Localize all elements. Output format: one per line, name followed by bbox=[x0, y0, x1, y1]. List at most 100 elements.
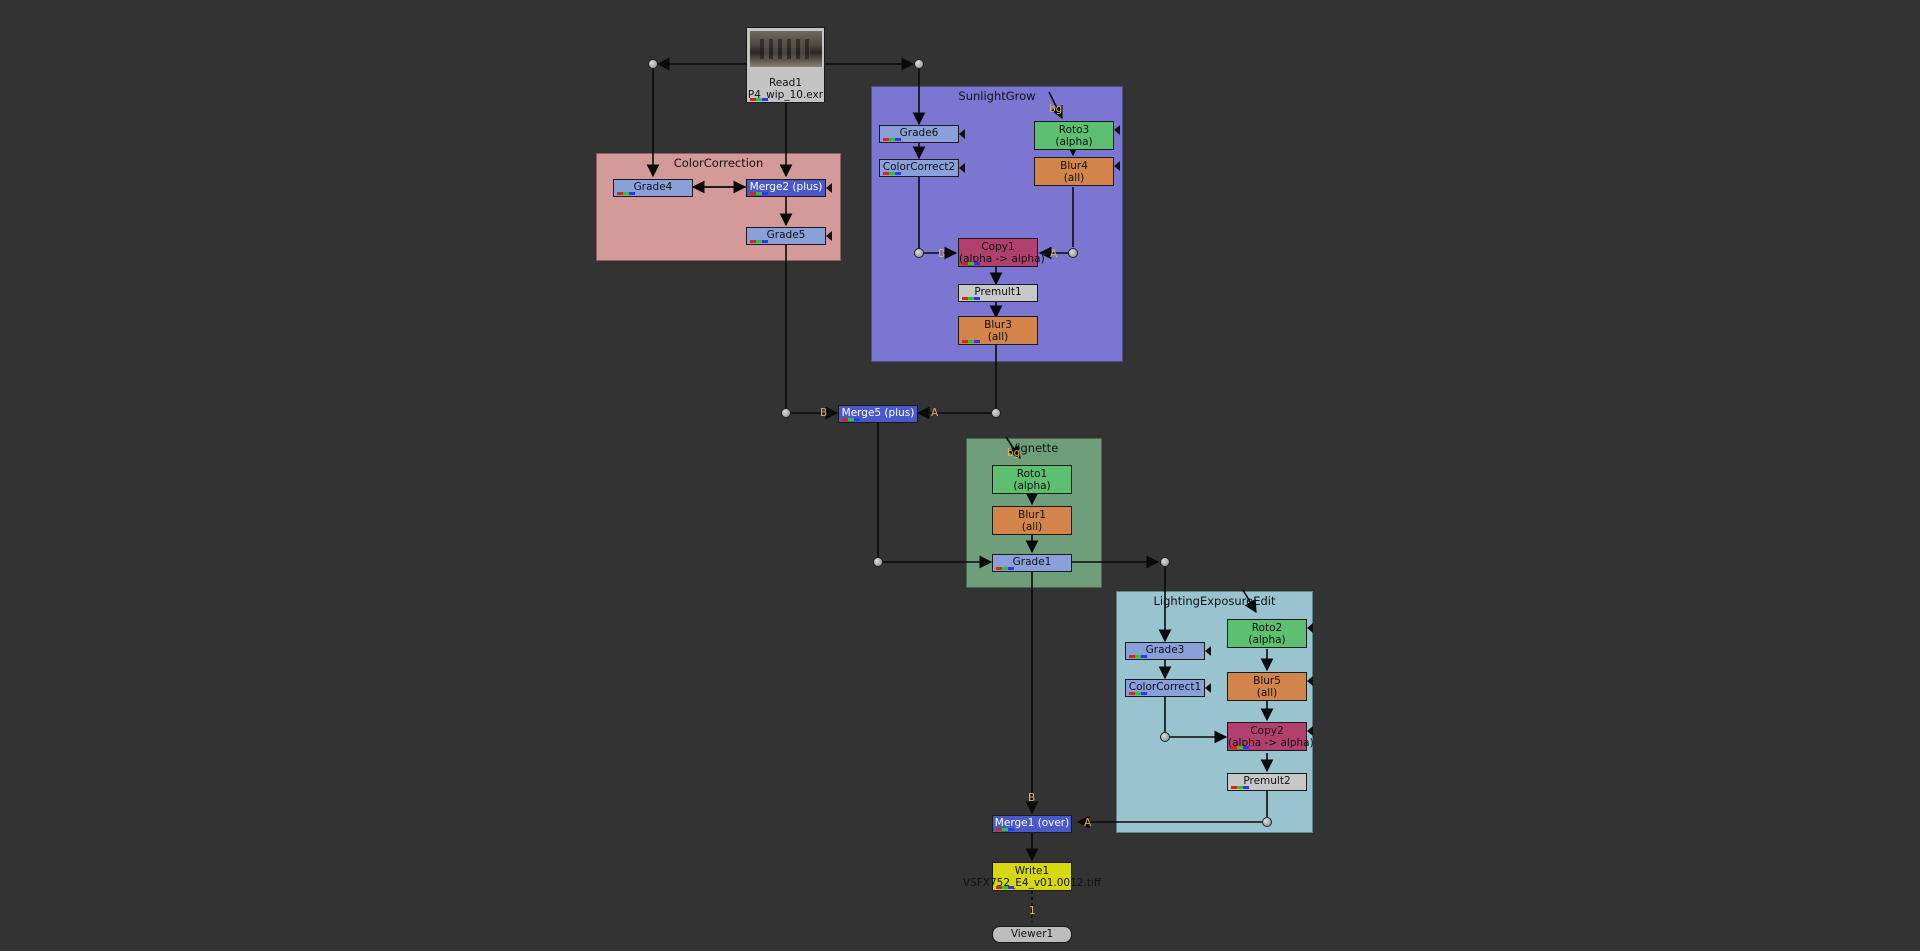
node-sublabel: (alpha) bbox=[1055, 136, 1093, 148]
node-blur4[interactable]: Blur4(all) bbox=[1034, 157, 1120, 186]
node-blur1[interactable]: Blur1(all) bbox=[992, 506, 1072, 535]
node-label: Blur5 bbox=[1253, 675, 1281, 687]
node-label: Copy1 bbox=[981, 241, 1015, 253]
node-sublabel: (alpha -> alpha) bbox=[959, 253, 1045, 265]
channel-indicator bbox=[750, 98, 768, 101]
read-thumbnail bbox=[750, 31, 822, 67]
mask-input-arrow bbox=[959, 163, 965, 173]
input-label-b: B bbox=[938, 248, 946, 260]
dot-node[interactable] bbox=[1262, 817, 1272, 827]
node-blur3[interactable]: Blur3(all) bbox=[958, 316, 1038, 345]
node-grade6[interactable]: Grade6 bbox=[879, 125, 965, 143]
node-grade3[interactable]: Grade3 bbox=[1125, 642, 1211, 660]
mask-input-arrow bbox=[1307, 676, 1313, 686]
node-grade1[interactable]: Grade1 bbox=[992, 554, 1072, 572]
backdrop-color-correction[interactable]: ColorCorrection bbox=[596, 153, 841, 261]
node-sublabel: (alpha -> alpha) bbox=[1228, 737, 1314, 749]
mask-input-arrow bbox=[1307, 726, 1313, 736]
dot-node[interactable] bbox=[914, 248, 924, 258]
channel-indicator bbox=[1231, 746, 1249, 749]
node-merge5[interactable]: Merge5 (plus) bbox=[838, 405, 918, 423]
node-label: Roto3 bbox=[1058, 124, 1090, 136]
node-sublabel: (all) bbox=[987, 331, 1009, 343]
mask-input-arrow bbox=[1114, 125, 1120, 135]
input-label-b: B bbox=[820, 407, 828, 419]
channel-indicator bbox=[1231, 786, 1249, 789]
channel-indicator bbox=[750, 192, 768, 195]
node-label: Copy2 bbox=[1250, 725, 1284, 737]
dot-node[interactable] bbox=[873, 557, 883, 567]
node-label: Blur1 bbox=[1018, 509, 1046, 521]
channel-indicator bbox=[883, 138, 901, 141]
input-label-a: A bbox=[931, 407, 939, 419]
node-sublabel: (alpha) bbox=[1013, 480, 1051, 492]
node-viewer1[interactable]: Viewer1 bbox=[992, 926, 1072, 943]
node-blur5[interactable]: Blur5(all) bbox=[1227, 672, 1313, 701]
node-grade5[interactable]: Grade5 bbox=[746, 227, 832, 245]
node-grade4[interactable]: Grade4 bbox=[613, 179, 693, 197]
mask-input-arrow bbox=[1114, 161, 1120, 171]
mask-input-arrow bbox=[826, 183, 832, 193]
node-label: Read1 bbox=[768, 77, 803, 89]
node-label: Viewer1 bbox=[1010, 928, 1054, 940]
dot-node[interactable] bbox=[648, 59, 658, 69]
mask-input-arrow bbox=[826, 231, 832, 241]
node-label: Grade5 bbox=[766, 229, 806, 241]
node-merge1[interactable]: Merge1 (over) bbox=[992, 815, 1072, 833]
mask-input-arrow bbox=[959, 129, 965, 139]
node-roto2[interactable]: Roto2(alpha) bbox=[1227, 619, 1313, 648]
input-label-a: A bbox=[1084, 817, 1092, 829]
node-sublabel: (all) bbox=[1256, 687, 1278, 699]
input-label-bg: bg bbox=[1049, 103, 1063, 115]
node-premult2[interactable]: Premult2 bbox=[1227, 773, 1307, 791]
input-label-viewer: 1 bbox=[1029, 905, 1036, 917]
channel-indicator bbox=[842, 418, 860, 421]
channel-indicator bbox=[750, 240, 768, 243]
node-label: ColorCorrect2 bbox=[882, 161, 956, 173]
node-colorcorrect2[interactable]: ColorCorrect2 bbox=[879, 159, 965, 177]
dot-node[interactable] bbox=[1160, 557, 1170, 567]
channel-indicator bbox=[996, 567, 1014, 570]
node-roto3[interactable]: Roto3(alpha) bbox=[1034, 121, 1120, 150]
dot-node[interactable] bbox=[781, 408, 791, 418]
mask-input-arrow bbox=[1307, 623, 1313, 633]
dot-node[interactable] bbox=[991, 408, 1001, 418]
dot-node[interactable] bbox=[914, 59, 924, 69]
channel-indicator bbox=[1129, 655, 1147, 658]
node-file: VSFX752_E4_v01.0012.tiff bbox=[962, 877, 1102, 889]
channel-indicator bbox=[1129, 692, 1147, 695]
node-colorcorrect1[interactable]: ColorCorrect1 bbox=[1125, 679, 1211, 697]
node-label: Merge1 (over) bbox=[994, 817, 1070, 829]
channel-indicator bbox=[962, 262, 980, 265]
node-read1[interactable]: Read1 P4_wip_10.exr bbox=[746, 27, 825, 103]
backdrop-title: SunlightGrow bbox=[958, 89, 1036, 103]
input-label-bg: bg bbox=[1007, 447, 1021, 459]
input-label-a: A bbox=[1050, 248, 1058, 260]
node-label: Merge2 (plus) bbox=[749, 181, 823, 193]
node-label: Grade6 bbox=[899, 127, 939, 139]
node-sublabel: (all) bbox=[1063, 172, 1085, 184]
node-label: Grade3 bbox=[1145, 644, 1185, 656]
node-copy1[interactable]: Copy1(alpha -> alpha) bbox=[958, 238, 1045, 267]
dot-node[interactable] bbox=[1160, 732, 1170, 742]
node-label: Blur4 bbox=[1060, 160, 1088, 172]
node-premult1[interactable]: Premult1 bbox=[958, 284, 1038, 302]
node-copy2[interactable]: Copy2(alpha -> alpha) bbox=[1227, 722, 1314, 751]
node-label: Write1 bbox=[1014, 865, 1050, 877]
node-merge2[interactable]: Merge2 (plus) bbox=[746, 179, 832, 197]
node-label: Grade1 bbox=[1012, 556, 1052, 568]
node-label: Grade4 bbox=[633, 181, 673, 193]
backdrop-title: Vignette bbox=[1009, 441, 1059, 455]
node-sublabel: (alpha) bbox=[1248, 634, 1286, 646]
channel-indicator bbox=[962, 340, 980, 343]
channel-indicator bbox=[962, 297, 980, 300]
dot-node[interactable] bbox=[1068, 248, 1078, 258]
node-label: Premult2 bbox=[1243, 775, 1291, 787]
node-roto1[interactable]: Roto1(alpha) bbox=[992, 465, 1072, 494]
node-label: Premult1 bbox=[974, 286, 1022, 298]
mask-input-arrow bbox=[1205, 646, 1211, 656]
node-label: Blur3 bbox=[984, 319, 1012, 331]
